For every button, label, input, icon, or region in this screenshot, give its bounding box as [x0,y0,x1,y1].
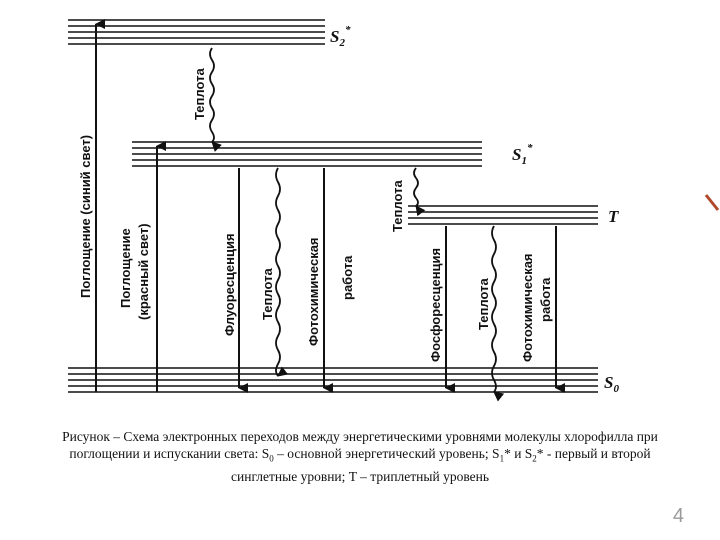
absorption-red-label-1: Поглощение [118,228,133,308]
photochem-s1-label-2: работа [340,255,355,300]
level-s1-band [132,141,482,167]
heat-s1-t-label: Теплота [390,180,405,232]
photochem-t-label-2: работа [538,277,553,322]
level-s2-band [68,19,325,45]
heat-s1-t-arrow [413,167,426,217]
level-t-label: T [608,207,619,226]
absorption-red-label-2: (красный свет) [136,223,151,320]
phosphorescence-label: Фосфоресценция [428,248,443,362]
caption-line-2: поглощении и испускании света: S0 – осно… [69,446,651,464]
level-s0-band [68,367,598,393]
level-s1-label: S1* [512,142,533,167]
heat-s2-s1-label: Теплота [192,68,207,120]
heat-s1-s0-label: Теплота [260,268,275,320]
photochem-s1-label-1: Фотохимическая [306,237,321,346]
level-s0-label: S0 [604,373,619,395]
page-number: 4 [672,505,684,527]
caption-line-1: Рисунок – Схема электронных переходов ме… [62,429,658,444]
level-s2-label: S2* [330,24,351,49]
absorption-blue-label: Поглощение (синий свет) [78,135,93,298]
photochem-t-label-1: Фотохимическая [520,253,535,362]
heat-s1-s0-arrow [275,167,289,377]
scanned-figure: S2* S1* T S0 Поглощение (синий свет) Пог… [0,19,720,485]
caption-line-3: синглетные уровни; T – триплетный уровен… [231,468,489,484]
level-t-band [408,205,598,225]
energy-level-diagram: S2* S1* T S0 Поглощение (синий свет) Пог… [68,19,720,402]
red-mark [704,194,720,211]
fluorescence-label: Флуоресценция [222,233,237,336]
heat-t-s0-arrow [491,225,505,402]
heat-s2-s1-arrow [209,47,222,152]
figure-caption: Рисунок – Схема электронных переходов ме… [0,428,720,485]
heat-t-s0-label: Теплота [476,278,491,330]
